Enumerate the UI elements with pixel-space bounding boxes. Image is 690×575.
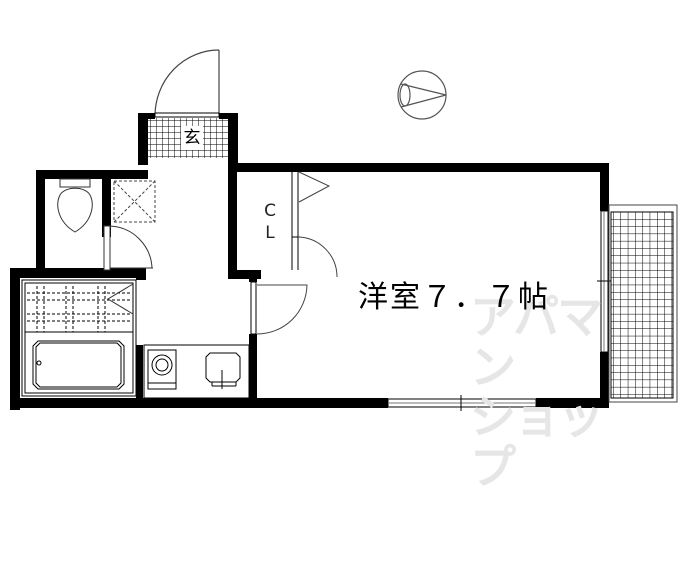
toilet-door (103, 225, 153, 271)
closet-label: C L (260, 200, 280, 244)
stove-icon (147, 349, 177, 390)
closet-label-l: L (265, 223, 275, 243)
closet (291, 171, 338, 278)
bathroom (21, 279, 137, 397)
balcony-window (597, 210, 611, 353)
washer-space (113, 180, 156, 223)
toilet (57, 178, 93, 233)
closet-label-c: C (264, 201, 276, 221)
balcony (608, 204, 678, 403)
room-door (250, 281, 308, 335)
walls (10, 113, 609, 410)
sink-icon (205, 352, 241, 389)
kitchen (143, 344, 250, 399)
entrance-door (154, 49, 220, 118)
genkan-label: 玄 (181, 126, 203, 150)
north-arrow-icon (397, 70, 447, 120)
room-label: 洋室７．７帖 (358, 280, 550, 315)
bottom-window (387, 395, 537, 411)
